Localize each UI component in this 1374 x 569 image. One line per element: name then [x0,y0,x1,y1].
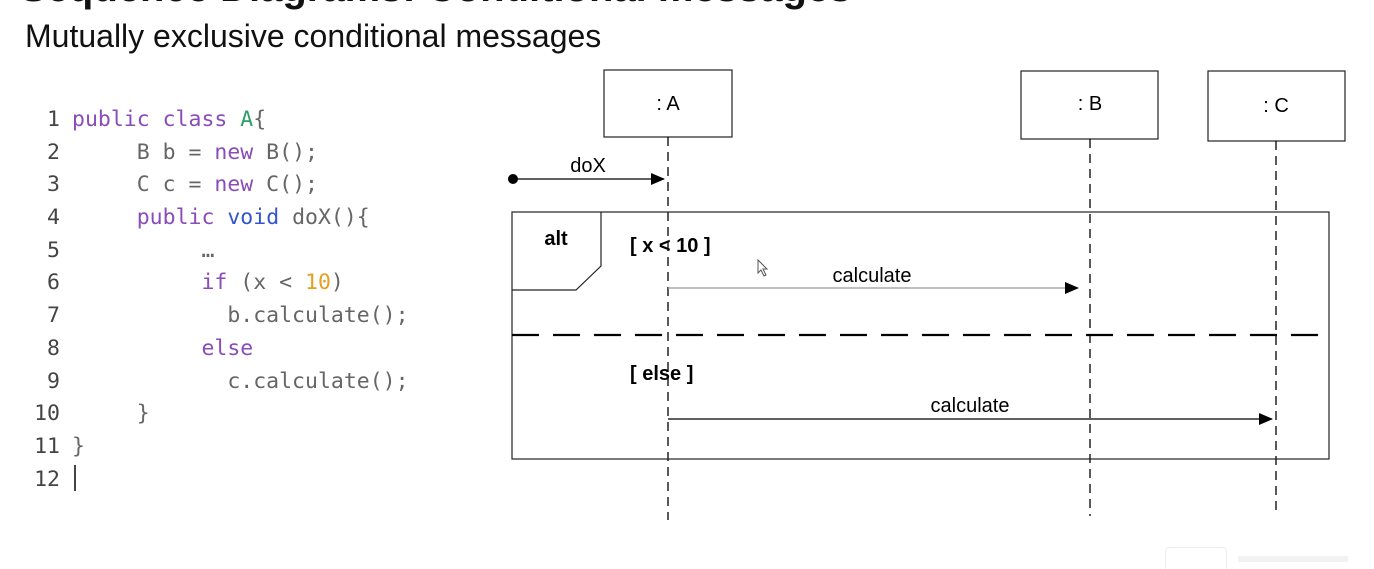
slide-title: Sequence Diagrams: Conditional messages [20,0,851,11]
code-token: public class [72,107,241,132]
line-number: 3 [47,172,60,198]
line-number: 11 [34,433,60,459]
code-token: new [214,172,254,198]
code-token: A [240,107,254,132]
lifeline-head-a [603,69,733,138]
line-number: 8 [47,335,60,361]
code-token: } [72,433,85,459]
code-token: { [253,107,267,132]
code-line: 6 if (x < 10) [30,267,409,300]
code-token: C(); [253,172,318,198]
watermark-icon [1238,556,1348,562]
code-line: 2 B b = new B(); [30,137,409,170]
code-line: 4 public void doX(){ [30,202,409,235]
code-line: 1 public class A{ [30,104,409,137]
code-token: doX(){ [279,205,370,231]
code-line: 11} [30,431,409,464]
line-number: 4 [47,205,60,231]
code-token: } [72,401,150,427]
code-token: b.calculate(); [72,303,409,329]
line-number: 7 [47,303,60,329]
line-number: 10 [34,401,60,427]
code-token: c.calculate(); [72,368,409,394]
code-token: … [72,237,215,263]
code-token: (x < [227,270,306,296]
found-message-dox: doX [508,155,665,185]
line-number: 12 [34,466,60,492]
line-number: 6 [47,270,60,296]
lifeline-head-c [1207,70,1346,142]
alt-fragment: alt [ x < 10 ] calculate [ else ] calcul… [511,211,1330,460]
alt-operator-tab [512,212,602,291]
code-token: C c = [72,172,215,198]
mouse-cursor-icon [757,258,769,277]
code-line: 7 b.calculate(); [30,300,409,333]
code-token: B b = [72,139,215,165]
code-token: new [214,139,254,165]
lifeline-label-c: : C [1263,95,1289,117]
code-token: public [136,205,215,231]
line-number: 9 [47,368,60,394]
code-token: if [201,270,228,296]
code-token: 10 [305,270,331,296]
calculate-label-c: calculate [931,395,1010,417]
lifeline-label-a: : A [656,93,680,115]
line-number: 2 [47,139,60,165]
code-line: 9 c.calculate(); [30,366,409,399]
code-line: 5 … [30,235,409,268]
lifeline-head-b [1020,70,1159,140]
lifeline-b: : B [1020,70,1159,516]
calculate-label-b: calculate [833,265,912,287]
code-token: else [201,335,254,361]
code-line: 3 C c = new C(); [30,169,409,202]
university-logo-icon [1165,547,1227,569]
guard-x-less-10: [ x < 10 ] [630,235,711,257]
lifeline-label-b: : B [1078,93,1102,115]
code-line: 8 else [30,333,409,366]
code-line: 10 } [30,398,409,431]
line-number: 1 [47,107,60,132]
code-token: B(); [253,139,318,165]
line-number: 5 [47,237,60,263]
lifeline-a: : A [603,69,733,520]
text-cursor [74,464,76,491]
found-message-label: doX [570,155,606,177]
slide-subtitle: Mutually exclusive conditional messages [25,18,602,54]
code-token: ) [330,270,344,296]
guard-else: [ else ] [630,363,693,385]
code-line: 12 [30,464,409,497]
lifeline-c: : C [1207,70,1346,516]
alt-operator-label: alt [544,228,568,250]
code-token: void [227,205,280,231]
